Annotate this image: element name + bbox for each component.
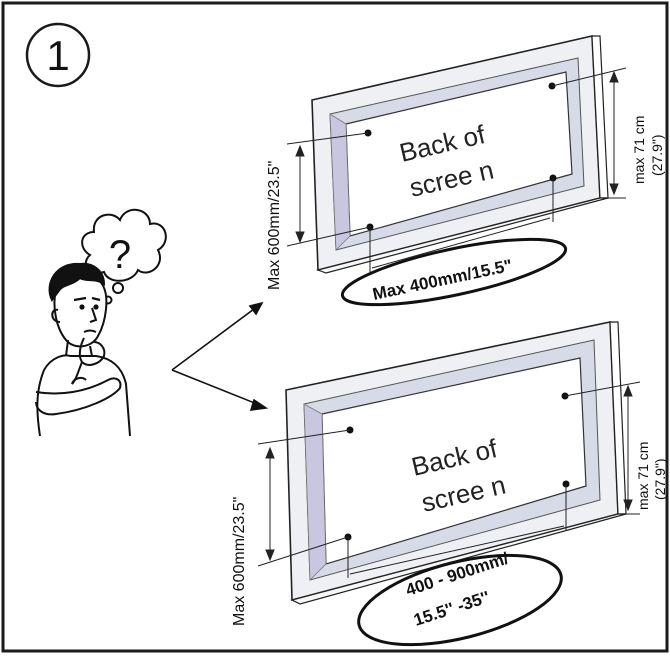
top-height-dimension-label: Max 600mm/23.5" (266, 161, 283, 290)
top-max-height-label-line1: max 71 cm (631, 116, 647, 184)
top-width-dimension (369, 178, 554, 272)
direction-arrows (171, 301, 269, 411)
top-max-height-label-line2: (27.9") (649, 134, 665, 176)
bottom-height-dimension (257, 429, 351, 567)
bottom-max-height-dimension (564, 381, 641, 515)
bottom-screen: Back of scree n Max 600mm/23.5" 400 - 90… (231, 321, 668, 647)
bottom-max-height-label-line2: (27.9") (652, 458, 668, 500)
thought-bubble (81, 209, 167, 282)
question-mark-icon: ? (109, 233, 131, 277)
bottom-height-dimension-label: Max 600mm/23.5" (231, 497, 248, 626)
thinking-person-illustration (35, 209, 167, 437)
bottom-max-height-label-line1: max 71 cm (635, 442, 651, 510)
step-number: 1 (46, 32, 69, 79)
top-width-oval: Max 400mm/15.5" (340, 237, 568, 307)
step-badge: 1 (25, 22, 91, 88)
bottom-width-dimension (347, 484, 567, 578)
top-height-dimension (286, 132, 371, 247)
top-screen: Back of scree n Max 600mm/23.5" Max 400m… (266, 35, 665, 307)
top-max-height-dimension (551, 67, 627, 199)
